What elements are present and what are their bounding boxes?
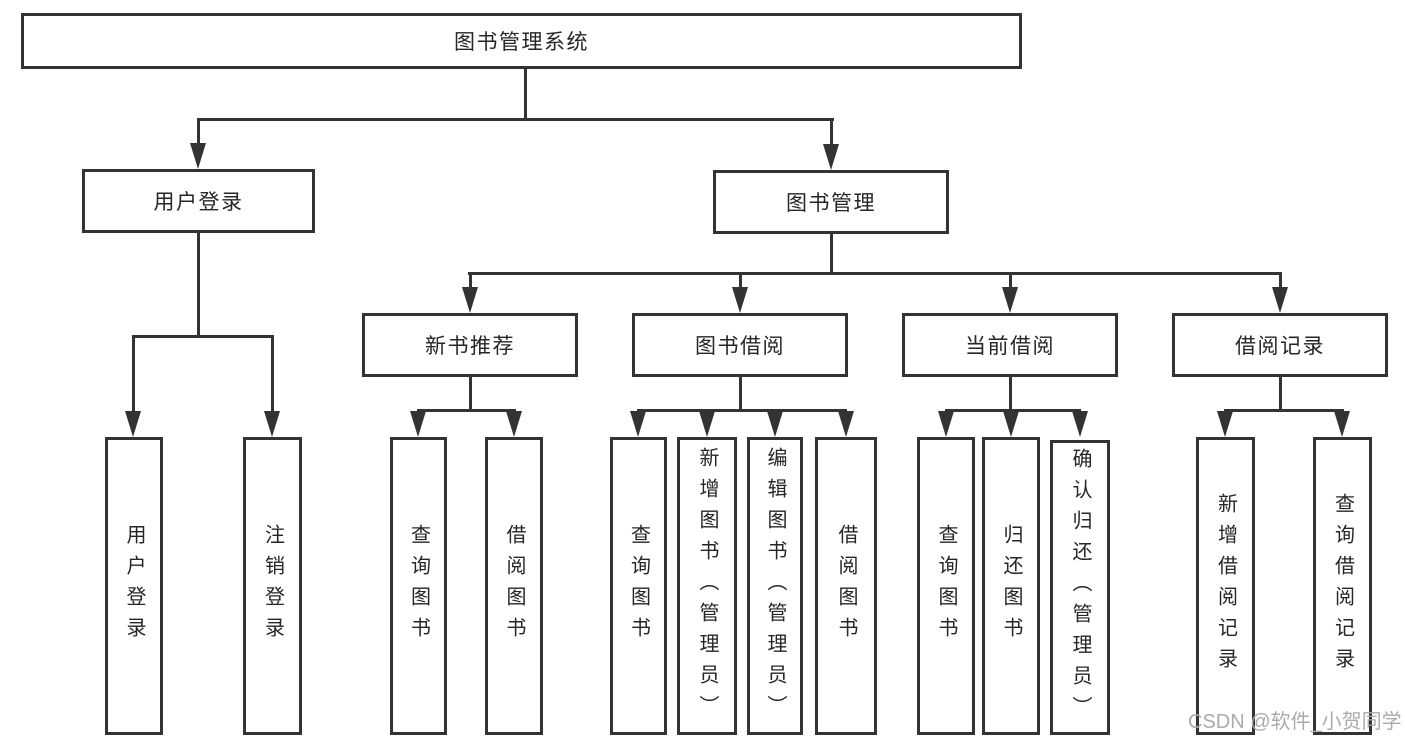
- connector-line: [1009, 377, 1012, 410]
- arrow-down-icon: [732, 287, 748, 313]
- leaf-return-books: 归还图书: [982, 437, 1040, 735]
- arrow-down-icon: [410, 411, 426, 437]
- connector-line: [830, 234, 833, 272]
- connector-line: [739, 272, 742, 290]
- node-book-borrowing: 图书借阅: [632, 313, 848, 377]
- node-new-book-recommend-label: 新书推荐: [425, 335, 515, 358]
- arrow-down-icon: [125, 411, 141, 437]
- connector-line: [271, 335, 274, 413]
- connector-line: [637, 409, 847, 412]
- leaf-return-books-label: 归还图书: [1000, 524, 1022, 648]
- leaf-confirm-return-admin: 确认归还（管理员）: [1050, 440, 1110, 735]
- node-book-borrowing-label: 图书借阅: [695, 335, 785, 358]
- leaf-add-borrow-record: 新增借阅记录: [1196, 437, 1255, 735]
- leaf-add-book-admin: 新增图书（管理员）: [677, 437, 737, 735]
- leaf-query-books-recommend: 查询图书: [390, 437, 447, 735]
- connector-line: [524, 68, 527, 118]
- connector-line: [1279, 377, 1282, 410]
- watermark-text: CSDN @软件_小贺同学: [1188, 711, 1402, 733]
- node-borrow-records: 借阅记录: [1172, 313, 1388, 377]
- arrow-down-icon: [767, 411, 783, 437]
- arrow-down-icon: [1217, 411, 1233, 437]
- leaf-borrow-books-borrowing-label: 借阅图书: [835, 524, 857, 648]
- arrow-down-icon: [1003, 411, 1019, 437]
- leaf-add-borrow-record-label: 新增借阅记录: [1214, 493, 1237, 679]
- node-library-system: 图书管理系统: [21, 13, 1022, 69]
- node-new-book-recommend: 新书推荐: [362, 313, 578, 377]
- arrow-down-icon: [190, 143, 206, 169]
- arrow-down-icon: [823, 144, 839, 170]
- arrow-down-icon: [1002, 287, 1018, 313]
- leaf-add-book-admin-label: 新增图书（管理员）: [696, 446, 718, 726]
- leaf-logout: 注销登录: [243, 437, 302, 735]
- leaf-query-books-recommend-label: 查询图书: [407, 524, 430, 648]
- leaf-borrow-books-borrowing: 借阅图书: [815, 437, 877, 735]
- leaf-query-books-borrowing-label: 查询图书: [627, 524, 650, 648]
- leaf-query-books-current: 查询图书: [917, 437, 975, 735]
- arrow-down-icon: [264, 411, 280, 437]
- connector-line: [945, 409, 1081, 412]
- node-user-login: 用户登录: [82, 169, 315, 233]
- arrow-down-icon: [1334, 411, 1350, 437]
- leaf-query-borrow-record: 查询借阅记录: [1313, 437, 1372, 735]
- connector-line: [197, 118, 834, 121]
- arrow-down-icon: [630, 411, 646, 437]
- leaf-borrow-books-recommend: 借阅图书: [485, 437, 543, 735]
- leaf-confirm-return-admin-label: 确认归还（管理员）: [1069, 448, 1091, 727]
- connector-line: [197, 118, 200, 146]
- leaf-query-borrow-record-label: 查询借阅记录: [1331, 493, 1354, 679]
- node-current-borrowing-label: 当前借阅: [965, 335, 1055, 358]
- leaf-query-books-current-label: 查询图书: [935, 524, 957, 648]
- connector-line: [739, 377, 742, 410]
- connector-line: [830, 118, 833, 146]
- connector-line: [132, 335, 135, 413]
- connector-line: [1279, 272, 1282, 290]
- leaf-edit-book-admin: 编辑图书（管理员）: [747, 437, 803, 735]
- connector-line: [1224, 409, 1344, 412]
- leaf-query-books-borrowing: 查询图书: [610, 437, 667, 735]
- node-user-login-label: 用户登录: [153, 191, 244, 214]
- node-current-borrowing: 当前借阅: [902, 313, 1118, 377]
- connector-line: [469, 377, 472, 410]
- arrow-down-icon: [462, 287, 478, 313]
- arrow-down-icon: [699, 411, 715, 437]
- connector-line: [132, 335, 274, 338]
- leaf-logout-label: 注销登录: [261, 524, 284, 648]
- arrow-down-icon: [938, 411, 954, 437]
- leaf-user-login: 用户登录: [105, 437, 163, 735]
- node-book-management: 图书管理: [713, 170, 949, 234]
- node-library-system-label: 图书管理系统: [454, 31, 589, 54]
- connector-line: [417, 409, 516, 412]
- connector-line: [469, 272, 472, 290]
- arrow-down-icon: [506, 411, 522, 437]
- connector-line: [197, 233, 200, 335]
- arrow-down-icon: [1072, 411, 1088, 437]
- arrow-down-icon: [1272, 287, 1288, 313]
- connector-line: [1009, 272, 1012, 290]
- connector-line: [468, 272, 1282, 275]
- leaf-edit-book-admin-label: 编辑图书（管理员）: [764, 446, 786, 726]
- node-book-management-label: 图书管理: [786, 192, 876, 215]
- arrow-down-icon: [838, 411, 854, 437]
- leaf-borrow-books-recommend-label: 借阅图书: [503, 524, 525, 648]
- node-borrow-records-label: 借阅记录: [1235, 335, 1325, 358]
- leaf-user-login-label: 用户登录: [123, 524, 145, 648]
